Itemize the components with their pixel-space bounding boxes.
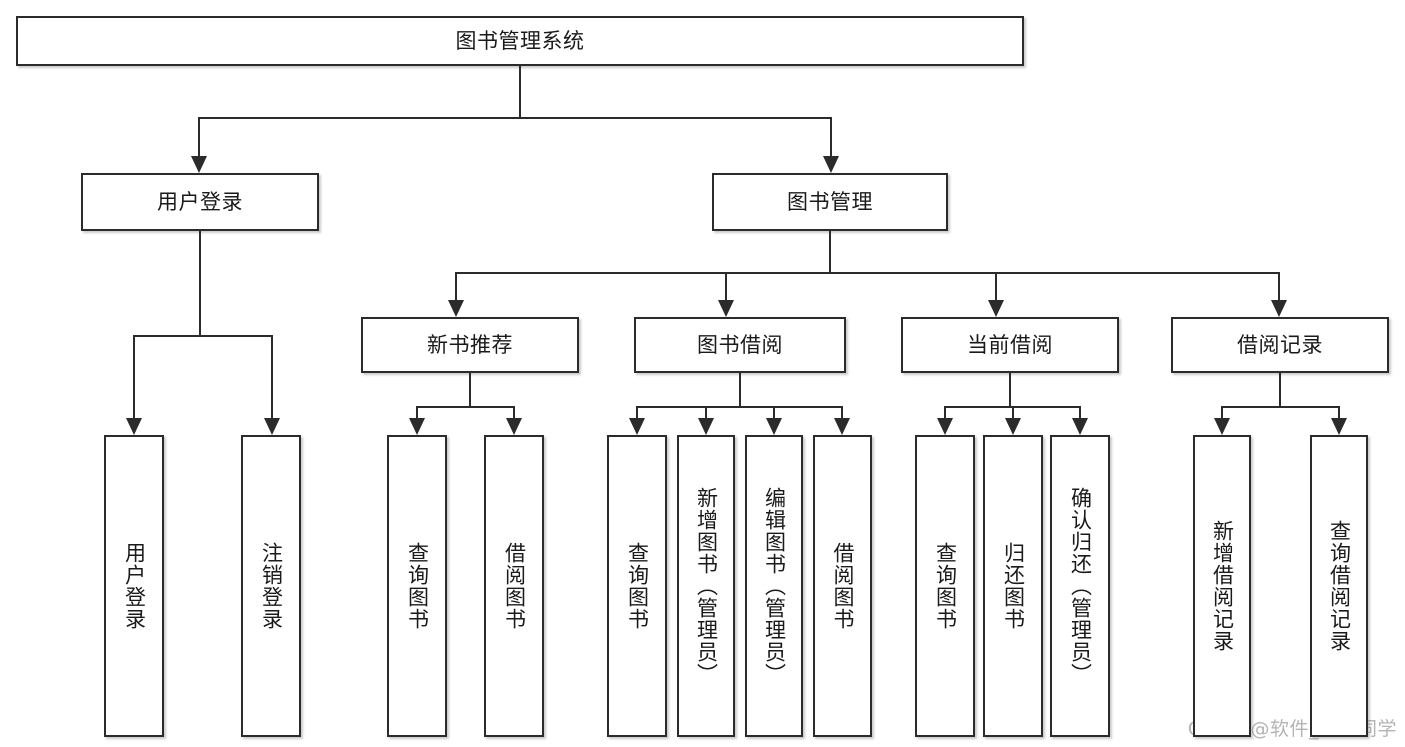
node-leaf-query-book-new[interactable]: 查询图书 <box>387 435 447 737</box>
arrowhead-userlogin-leaf <box>126 418 142 435</box>
node-leaf-borrow-book-new[interactable]: 借阅图书 <box>484 435 544 737</box>
node-user-login[interactable]: 用户登录 <box>81 173 319 231</box>
node-leaf-borrow-book[interactable]: 借阅图书 <box>813 435 872 737</box>
node-label: 用户登录 <box>122 542 147 630</box>
node-label: 注销登录 <box>259 542 284 630</box>
connector-userlogin-drop <box>133 335 135 418</box>
node-root[interactable]: 图书管理系统 <box>16 16 1024 66</box>
connector-group-drop <box>705 406 707 418</box>
node-leaf-add-borrow-record[interactable]: 新增借阅记录 <box>1193 435 1251 737</box>
arrowhead-leaf <box>1072 418 1088 435</box>
arrowhead-bookmanage-child <box>988 300 1004 317</box>
arrowhead-bookmanage-child <box>718 300 734 317</box>
node-label: 新增借阅记录 <box>1210 520 1235 652</box>
arrowhead-bookmanage-child <box>1271 300 1287 317</box>
arrowhead-leaf <box>937 418 953 435</box>
connector-root-drop <box>198 117 200 156</box>
connector-userlogin-stem <box>199 231 201 335</box>
node-leaf-add-book-admin[interactable]: 新增图书（管理员） <box>677 435 735 737</box>
arrowhead-leaf <box>629 418 645 435</box>
node-leaf-confirm-return-admin[interactable]: 确认归还（管理员） <box>1050 435 1110 737</box>
connector-group-drop <box>773 406 775 418</box>
node-label: 新书推荐 <box>427 332 513 357</box>
node-label: 当前借阅 <box>967 332 1053 357</box>
arrowhead-root-child <box>191 156 207 173</box>
node-book-borrow[interactable]: 图书借阅 <box>634 317 846 373</box>
connector-bookmanage-drop <box>725 272 727 300</box>
connector-group-drop <box>1012 406 1014 418</box>
arrowhead-leaf <box>1214 418 1230 435</box>
connector-group-bar <box>1221 406 1338 408</box>
node-label: 借阅记录 <box>1237 332 1323 357</box>
connector-group-drop <box>636 406 638 418</box>
connector-group-drop <box>944 406 946 418</box>
connector-bookmanage-drop <box>1278 272 1280 300</box>
connector-group-stem <box>739 373 741 406</box>
connector-group-bar <box>636 406 842 408</box>
connector-userlogin-drop <box>271 335 273 418</box>
node-label: 新增图书（管理员） <box>694 487 719 685</box>
node-label: 图书管理 <box>787 189 873 214</box>
node-label: 借阅图书 <box>830 542 855 630</box>
connector-root-stem <box>519 66 521 117</box>
arrowhead-root-child <box>823 156 839 173</box>
connector-group-stem <box>469 373 471 406</box>
node-label: 查询图书 <box>625 542 650 630</box>
arrowhead-leaf <box>506 418 522 435</box>
node-leaf-edit-book-admin[interactable]: 编辑图书（管理员） <box>745 435 803 737</box>
node-leaf-user-login[interactable]: 用户登录 <box>104 435 164 737</box>
connector-root-drop <box>830 117 832 156</box>
node-label: 图书借阅 <box>697 332 783 357</box>
node-label: 用户登录 <box>157 189 243 214</box>
node-borrow-record[interactable]: 借阅记录 <box>1171 317 1389 373</box>
connector-group-drop <box>1338 406 1340 418</box>
node-label: 查询图书 <box>405 542 430 630</box>
node-book-manage[interactable]: 图书管理 <box>712 173 948 231</box>
node-label: 图书管理系统 <box>455 28 585 53</box>
arrowhead-leaf <box>766 418 782 435</box>
node-leaf-query-book-current[interactable]: 查询图书 <box>915 435 975 737</box>
node-leaf-return-book[interactable]: 归还图书 <box>983 435 1043 737</box>
node-current-borrow[interactable]: 当前借阅 <box>901 317 1119 373</box>
node-label: 编辑图书（管理员） <box>762 487 787 685</box>
connector-bookmanage-bar <box>455 272 1278 274</box>
connector-group-drop <box>1221 406 1223 418</box>
connector-group-bar <box>416 406 514 408</box>
arrowhead-leaf <box>1005 418 1021 435</box>
node-label: 归还图书 <box>1001 542 1026 630</box>
connector-group-stem <box>1009 373 1011 406</box>
connector-group-drop <box>841 406 843 418</box>
arrowhead-bookmanage-child <box>448 300 464 317</box>
connector-group-bar <box>944 406 1079 408</box>
node-label: 查询图书 <box>933 542 958 630</box>
node-label: 确认归还（管理员） <box>1068 487 1093 685</box>
connector-root-bar <box>198 117 831 119</box>
arrowhead-userlogin-leaf <box>264 418 280 435</box>
connector-group-drop <box>513 406 515 418</box>
connector-bookmanage-drop <box>995 272 997 300</box>
connector-bookmanage-drop <box>455 272 457 300</box>
arrowhead-leaf <box>698 418 714 435</box>
connector-userlogin-bar <box>133 335 273 337</box>
node-leaf-logout[interactable]: 注销登录 <box>241 435 301 737</box>
arrowhead-leaf <box>409 418 425 435</box>
node-label: 查询借阅记录 <box>1327 520 1352 652</box>
node-new-book-rec[interactable]: 新书推荐 <box>361 317 579 373</box>
arrowhead-leaf <box>1331 418 1347 435</box>
node-leaf-query-book-borrow[interactable]: 查询图书 <box>607 435 667 737</box>
connector-bookmanage-stem <box>829 231 831 272</box>
node-label: 借阅图书 <box>502 542 527 630</box>
connector-group-drop <box>416 406 418 418</box>
connector-group-drop <box>1079 406 1081 418</box>
connector-group-stem <box>1279 373 1281 406</box>
arrowhead-leaf <box>834 418 850 435</box>
node-leaf-query-borrow-record[interactable]: 查询借阅记录 <box>1310 435 1368 737</box>
